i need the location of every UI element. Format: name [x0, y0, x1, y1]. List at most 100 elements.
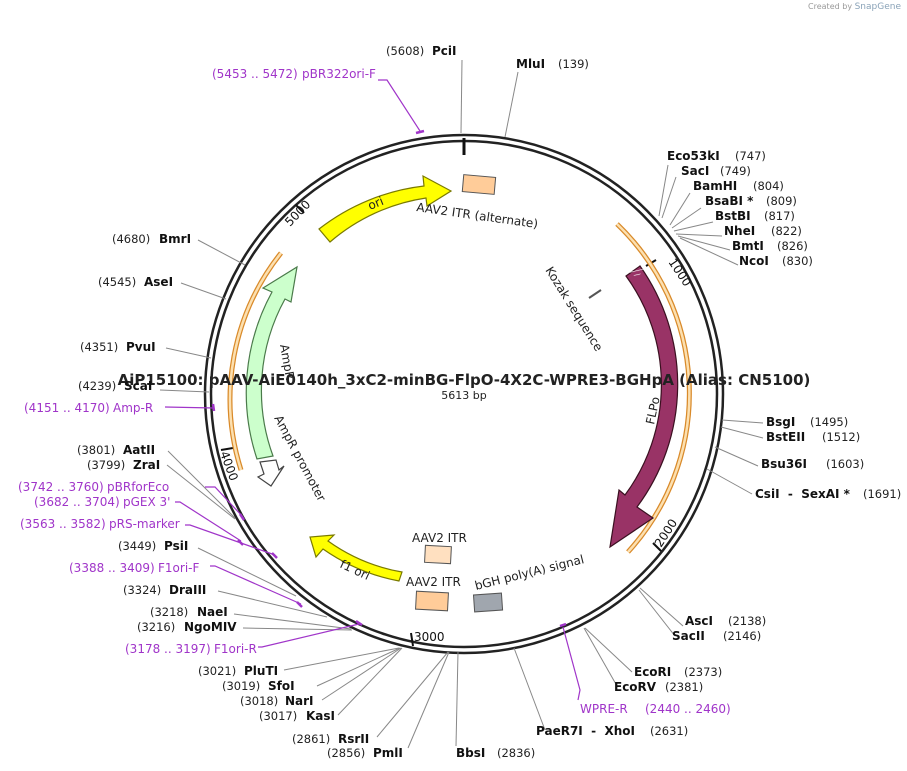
- enzyme-name-asei[interactable]: AseI: [144, 275, 173, 289]
- primer-name-amp-r[interactable]: Amp-R: [113, 401, 153, 415]
- enzyme-name-bamhi[interactable]: BamHI: [693, 179, 737, 193]
- tick-5000: 5000: [282, 197, 313, 229]
- enzyme-name-draiii[interactable]: DraIII: [169, 583, 206, 597]
- enzyme-name-bbsi[interactable]: BbsI: [456, 746, 485, 760]
- enzyme-pos-asei: (4545): [98, 275, 136, 289]
- aav2-itr-alternate-box[interactable]: [461, 174, 497, 195]
- enzyme-name-mlui[interactable]: MluI: [516, 57, 545, 71]
- enzyme-pos-bmti: (826): [777, 239, 808, 253]
- primer-range-amp-r: (4151 .. 4170): [24, 401, 110, 415]
- ampr-feature-arrow[interactable]: [245, 265, 298, 460]
- tick-label-3000: 3000: [414, 630, 445, 644]
- enzyme-pos-paer7i-xhoi: (2631): [650, 724, 688, 738]
- enzyme-pos-asci: (2138): [728, 614, 766, 628]
- primer-name-wpre-r[interactable]: WPRE-R: [580, 702, 628, 716]
- enzyme-pos-ecorv: (2381): [665, 680, 703, 694]
- enzyme-name-kasi[interactable]: KasI: [306, 709, 335, 723]
- aav2-itr-label-1: AAV2 ITR: [412, 531, 467, 545]
- primer-range-f1ori-r: (3178 .. 3197): [125, 642, 211, 656]
- enzyme-pos-pluti: (3021): [198, 664, 236, 678]
- enzyme-pos-nhei: (822): [771, 224, 802, 238]
- primer-name-pbr322ori-f[interactable]: pBR322ori-F: [302, 67, 376, 81]
- enzyme-pos-mlui: (139): [558, 57, 589, 71]
- flpo-feature-arrow[interactable]: [609, 265, 679, 549]
- kozak-marker: [588, 289, 602, 299]
- bgh-polya-box[interactable]: [472, 592, 504, 613]
- enzyme-pos-bamhi: (804): [753, 179, 784, 193]
- kozak-sequence-label: Kozak sequence: [542, 264, 605, 354]
- enzyme-name-psii[interactable]: PsiI: [164, 539, 188, 553]
- primer-range-pbrforeco: (3742 .. 3760): [18, 480, 104, 494]
- enzyme-pos-bsgi: (1495): [810, 415, 848, 429]
- enzyme-name-pvui[interactable]: PvuI: [126, 340, 156, 354]
- enzyme-pos-scai: (4239): [78, 379, 116, 393]
- primer-name-prs-marker[interactable]: pRS-marker: [109, 517, 180, 531]
- primer-name-pgex3[interactable]: pGEX 3': [123, 495, 170, 509]
- enzyme-name-nhei[interactable]: NheI: [724, 224, 755, 238]
- enzyme-name-csii-sexai[interactable]: CsiI - SexAI *: [755, 487, 851, 501]
- enzyme-name-aatii[interactable]: AatII: [123, 443, 155, 457]
- enzyme-pos-ecori: (2373): [684, 665, 722, 679]
- snapgene-logo-text: SnapGene: [854, 2, 901, 12]
- enzyme-name-sfoi[interactable]: SfoI: [268, 679, 295, 693]
- primer-range-pgex3: (3682 .. 3704): [34, 495, 120, 509]
- enzyme-name-naei[interactable]: NaeI: [197, 605, 228, 619]
- tick-label-5000: 5000: [282, 197, 313, 229]
- enzyme-pos-pcii: (5608): [386, 44, 424, 58]
- enzyme-name-ngomiv[interactable]: NgoMIV: [184, 620, 237, 634]
- enzyme-name-pluti[interactable]: PluTI: [244, 664, 278, 678]
- enzyme-name-scai[interactable]: ScaI: [124, 379, 152, 393]
- enzyme-pos-naei: (3218): [150, 605, 188, 619]
- flpo-start-hatch: [622, 259, 644, 279]
- enzyme-name-sacii[interactable]: SacII: [672, 629, 705, 643]
- ori-feature-arrow[interactable]: [318, 174, 453, 243]
- enzyme-pos-sfoi: (3019): [222, 679, 260, 693]
- primer-name-pbrforeco[interactable]: pBRforEco: [107, 480, 169, 494]
- enzyme-pos-zrai: (3799): [87, 458, 125, 472]
- enzyme-name-asci[interactable]: AscI: [685, 614, 713, 628]
- enzyme-name-ecori[interactable]: EcoRI: [634, 665, 671, 679]
- enzyme-name-bmti[interactable]: BmtI: [732, 239, 764, 253]
- enzyme-pos-kasi: (3017): [259, 709, 297, 723]
- enzyme-name-pmli[interactable]: PmlI: [373, 746, 403, 760]
- enzyme-name-bsabi[interactable]: BsaBI *: [705, 194, 754, 208]
- enzyme-name-rsrii[interactable]: RsrII: [338, 732, 369, 746]
- enzyme-pos-bsabi: (809): [766, 194, 797, 208]
- primer-name-f1ori-f[interactable]: F1ori-F: [158, 561, 199, 575]
- enzyme-pos-pvui: (4351): [80, 340, 118, 354]
- plasmid-length: 5613 bp: [441, 389, 486, 402]
- enzyme-name-bmri[interactable]: BmrI: [159, 232, 191, 246]
- enzyme-name-bsteii[interactable]: BstEII: [766, 430, 805, 444]
- ampr-label: AmpR: [277, 343, 297, 381]
- flpo-label: FLPo: [643, 396, 662, 426]
- enzyme-pos-bstbi: (817): [764, 209, 795, 223]
- primer-range-wpre-r: (2440 .. 2460): [645, 702, 731, 716]
- enzyme-name-pcii[interactable]: PciI: [432, 44, 457, 58]
- enzyme-pos-psii: (3449): [118, 539, 156, 553]
- enzyme-pos-ngomiv: (3216): [137, 620, 175, 634]
- f1-ori-feature-arrow[interactable]: [309, 534, 403, 582]
- enzyme-name-bsu36i[interactable]: Bsu36I: [761, 457, 807, 471]
- primer-name-f1ori-r[interactable]: F1ori-R: [214, 642, 257, 656]
- primer-labels: (5453 .. 5472) pBR322ori-F (4151 .. 4170…: [18, 67, 731, 716]
- primer-markers: [211, 129, 567, 628]
- enzyme-name-eco53ki[interactable]: Eco53kI: [667, 149, 720, 163]
- enzyme-pos-pmli: (2856): [327, 746, 365, 760]
- enzyme-pos-nari: (3018): [240, 694, 278, 708]
- orange-arc-right-inner: [616, 223, 691, 553]
- enzyme-name-nari[interactable]: NarI: [285, 694, 314, 708]
- enzyme-name-ncoi[interactable]: NcoI: [739, 254, 769, 268]
- enzyme-name-ecorv[interactable]: EcoRV: [614, 680, 657, 694]
- plasmid-name: AiP15100: pAAV-AiE0140h_3xC2-minBG-FlpO-…: [118, 371, 811, 389]
- primer-range-prs-marker: (3563 .. 3582): [20, 517, 106, 531]
- enzyme-name-zrai[interactable]: ZraI: [133, 458, 160, 472]
- enzyme-name-bsgi[interactable]: BsgI: [766, 415, 795, 429]
- enzyme-name-saci[interactable]: SacI: [681, 164, 709, 178]
- aav2-itr-box-1[interactable]: [424, 544, 452, 565]
- ampr-promoter-arrow[interactable]: [256, 459, 285, 487]
- enzyme-name-bstbi[interactable]: BstBI: [715, 209, 751, 223]
- aav2-itr-box-2[interactable]: [415, 590, 449, 612]
- enzyme-name-paer7i-xhoi[interactable]: PaeR7I - XhoI: [536, 724, 635, 738]
- orange-arc-left-inner: [228, 252, 282, 471]
